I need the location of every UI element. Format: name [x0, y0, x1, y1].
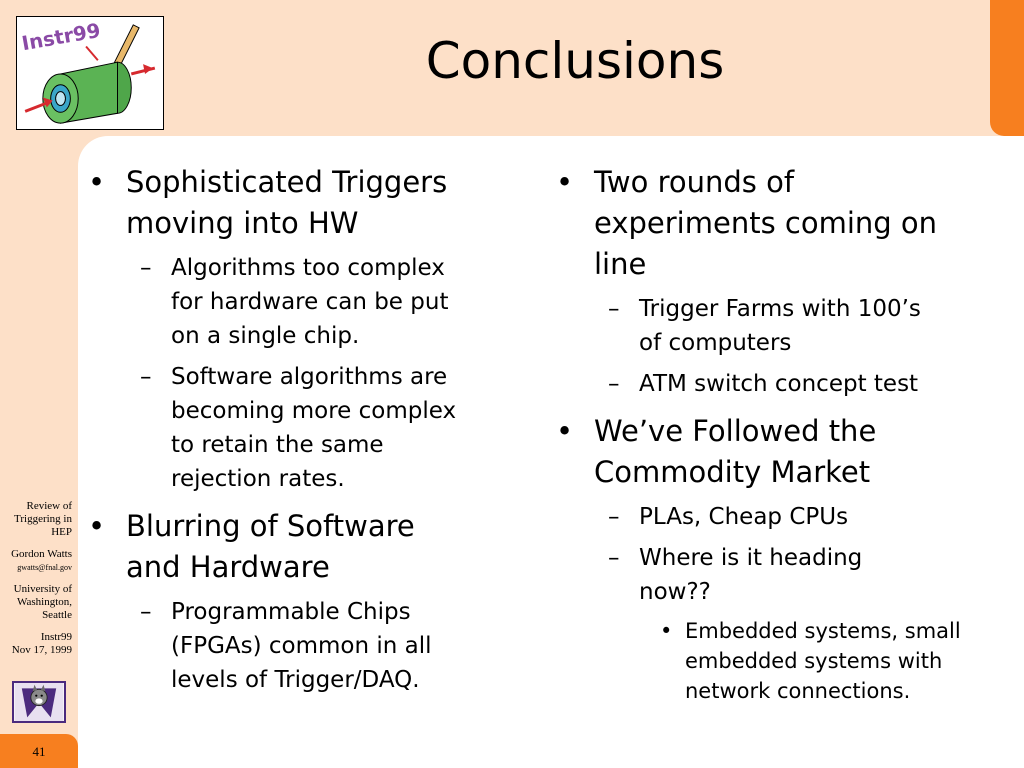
detector-logo-icon: Instr99: [20, 19, 156, 124]
husky-logo: [12, 681, 66, 723]
subbullet-algorithms-complex: – Algorithms too complex for hardware ca…: [88, 251, 508, 353]
sidebar-university: University of Washington, Seattle: [13, 583, 72, 621]
bullet-marker: •: [660, 619, 673, 643]
dash-marker: –: [140, 364, 152, 390]
bullet-two-rounds: • Two rounds of experiments coming on li…: [556, 162, 1006, 285]
dash-marker: –: [608, 371, 620, 397]
subbullet-trigger-farms: – Trigger Farms with 100’s of computers: [556, 292, 1006, 360]
subbullet-software-algorithms: – Software algorithms are becoming more …: [88, 360, 508, 496]
subbullet-plas-cpus: – PLAs, Cheap CPUs: [556, 500, 1006, 534]
sidebar-conference: Instr99 Nov 17, 1999: [11, 631, 72, 656]
dash-marker: –: [608, 504, 620, 530]
right-column: • Two rounds of experiments coming on li…: [556, 162, 1006, 706]
accent-bar: [990, 0, 1024, 136]
author-email: gwatts@fnal.gov: [17, 563, 72, 572]
slide-title: Conclusions: [425, 32, 725, 90]
bullet-marker: •: [556, 165, 574, 199]
dash-marker: –: [608, 296, 620, 322]
subbullet-atm-switch: – ATM switch concept test: [556, 367, 1006, 401]
bullet-marker: •: [556, 414, 574, 448]
bullet-commodity-market: • We’ve Followed the Commodity Market: [556, 411, 1006, 493]
instr99-logo: Instr99: [16, 16, 164, 130]
sidebar-review: Review of Triggering in HEP: [14, 500, 72, 538]
sidebar-author: Gordon Watts gwatts@fnal.gov: [2, 548, 72, 574]
sidebar-footer: Review of Triggering in HEP Gordon Watts…: [2, 500, 72, 666]
page-number-tab: [0, 734, 78, 768]
content-panel: [78, 136, 1024, 768]
dash-marker: –: [140, 599, 152, 625]
bullet-blurring-software-hardware: • Blurring of Software and Hardware: [88, 506, 508, 588]
bullet-marker: •: [88, 509, 106, 543]
husky-icon: [14, 683, 64, 721]
bullet-sophisticated-triggers: • Sophisticated Triggers moving into HW: [88, 162, 508, 244]
subbullet-where-heading: – Where is it heading now??: [556, 541, 1006, 609]
subsubbullet-embedded-systems: • Embedded systems, small embedded syste…: [556, 616, 1006, 706]
bullet-marker: •: [88, 165, 106, 199]
subbullet-programmable-chips: – Programmable Chips (FPGAs) common in a…: [88, 595, 508, 697]
dash-marker: –: [608, 545, 620, 571]
dash-marker: –: [140, 255, 152, 281]
page-number: 41: [32, 744, 46, 759]
left-column: • Sophisticated Triggers moving into HW …: [88, 162, 508, 697]
